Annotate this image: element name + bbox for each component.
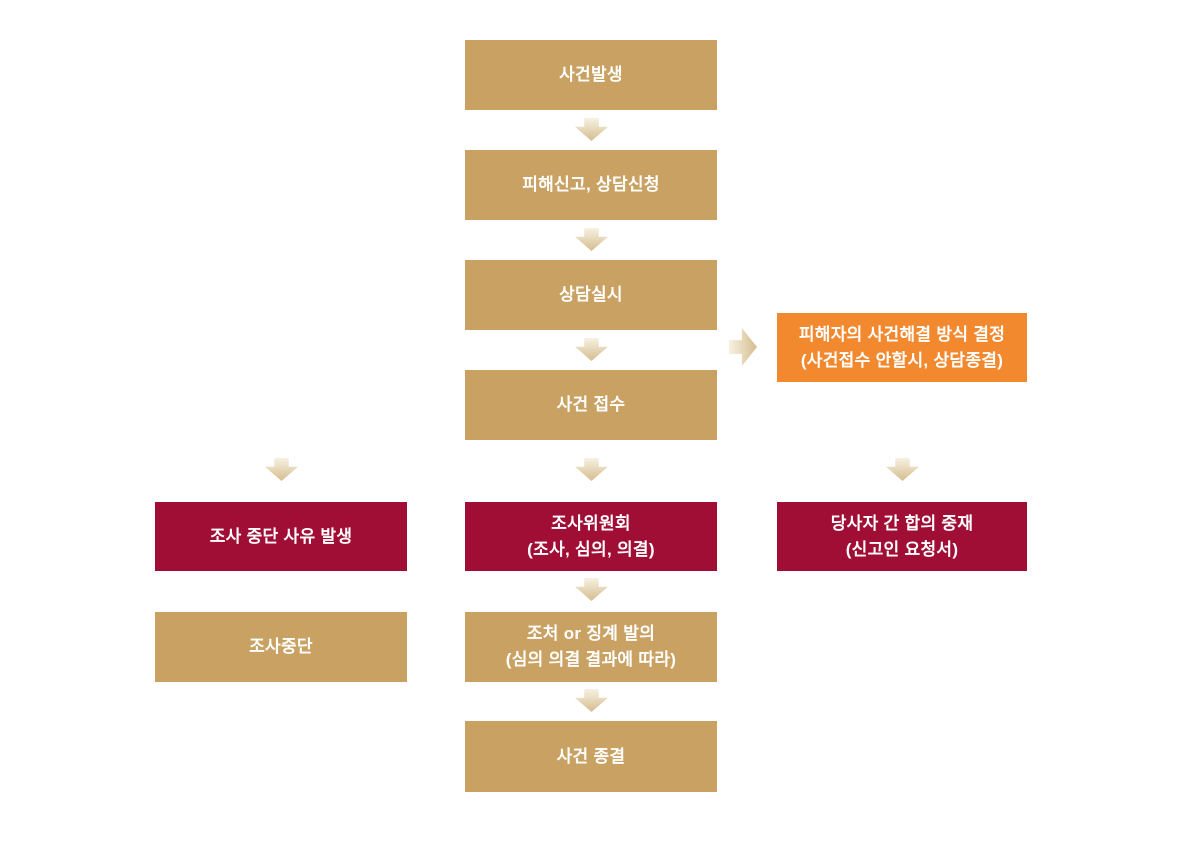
flow-box-halt: 조사중단 [155, 612, 407, 682]
flow-box-sublabel: (심의 의결 결과에 따라) [505, 650, 677, 669]
arrow-down-icon [575, 338, 608, 361]
flow-box-label: 피해자의 사건해결 방식 결정 [798, 324, 1006, 344]
arrow-down-icon [575, 118, 608, 141]
flow-box-halt-reason: 조사 중단 사유 발생 [155, 502, 407, 571]
flow-box-label: 사건 종결 [556, 746, 626, 766]
flow-box-label: 조처 or 징계 발의 [526, 624, 656, 643]
arrow-down-icon [575, 578, 608, 601]
flow-box-label: 당사자 간 합의 중재 [830, 513, 974, 533]
flow-box-label: 피해신고, 상담신청 [522, 175, 660, 194]
flow-box-label: 조사중단 [249, 637, 313, 656]
flow-box-label: 사건발생 [559, 65, 623, 84]
flow-box-label: 사건 접수 [556, 395, 626, 414]
arrow-down-icon [886, 458, 919, 481]
flow-box-counsel: 상담실시 [465, 260, 717, 330]
arrow-down-icon [575, 458, 608, 481]
flow-box-committee: 조사위원회 (조사, 심의, 의결) [465, 502, 717, 571]
flow-box-action: 조처 or 징계 발의 (심의 의결 결과에 따라) [465, 612, 717, 682]
flow-box-closure: 사건 종결 [465, 721, 717, 792]
flow-box-incident: 사건발생 [465, 40, 717, 110]
arrow-down-icon [575, 689, 608, 712]
flow-box-label: 상담실시 [559, 285, 623, 304]
arrow-right-icon [729, 328, 757, 366]
flow-box-intake: 사건 접수 [465, 370, 717, 440]
flow-box-sublabel: (신고인 요청서) [845, 539, 959, 559]
arrow-down-icon [265, 458, 298, 481]
flow-box-sublabel: (사건접수 안할시, 상담종결) [800, 350, 1004, 370]
flow-box-label: 조사위원회 [551, 513, 631, 533]
flow-box-report: 피해신고, 상담신청 [465, 150, 717, 220]
flow-box-victim-decision: 피해자의 사건해결 방식 결정 (사건접수 안할시, 상담종결) [777, 313, 1027, 382]
arrow-down-icon [575, 228, 608, 251]
flow-box-sublabel: (조사, 심의, 의결) [527, 539, 655, 559]
flow-box-mediation: 당사자 간 합의 중재 (신고인 요청서) [777, 502, 1027, 571]
flow-box-label: 조사 중단 사유 발생 [209, 526, 353, 546]
